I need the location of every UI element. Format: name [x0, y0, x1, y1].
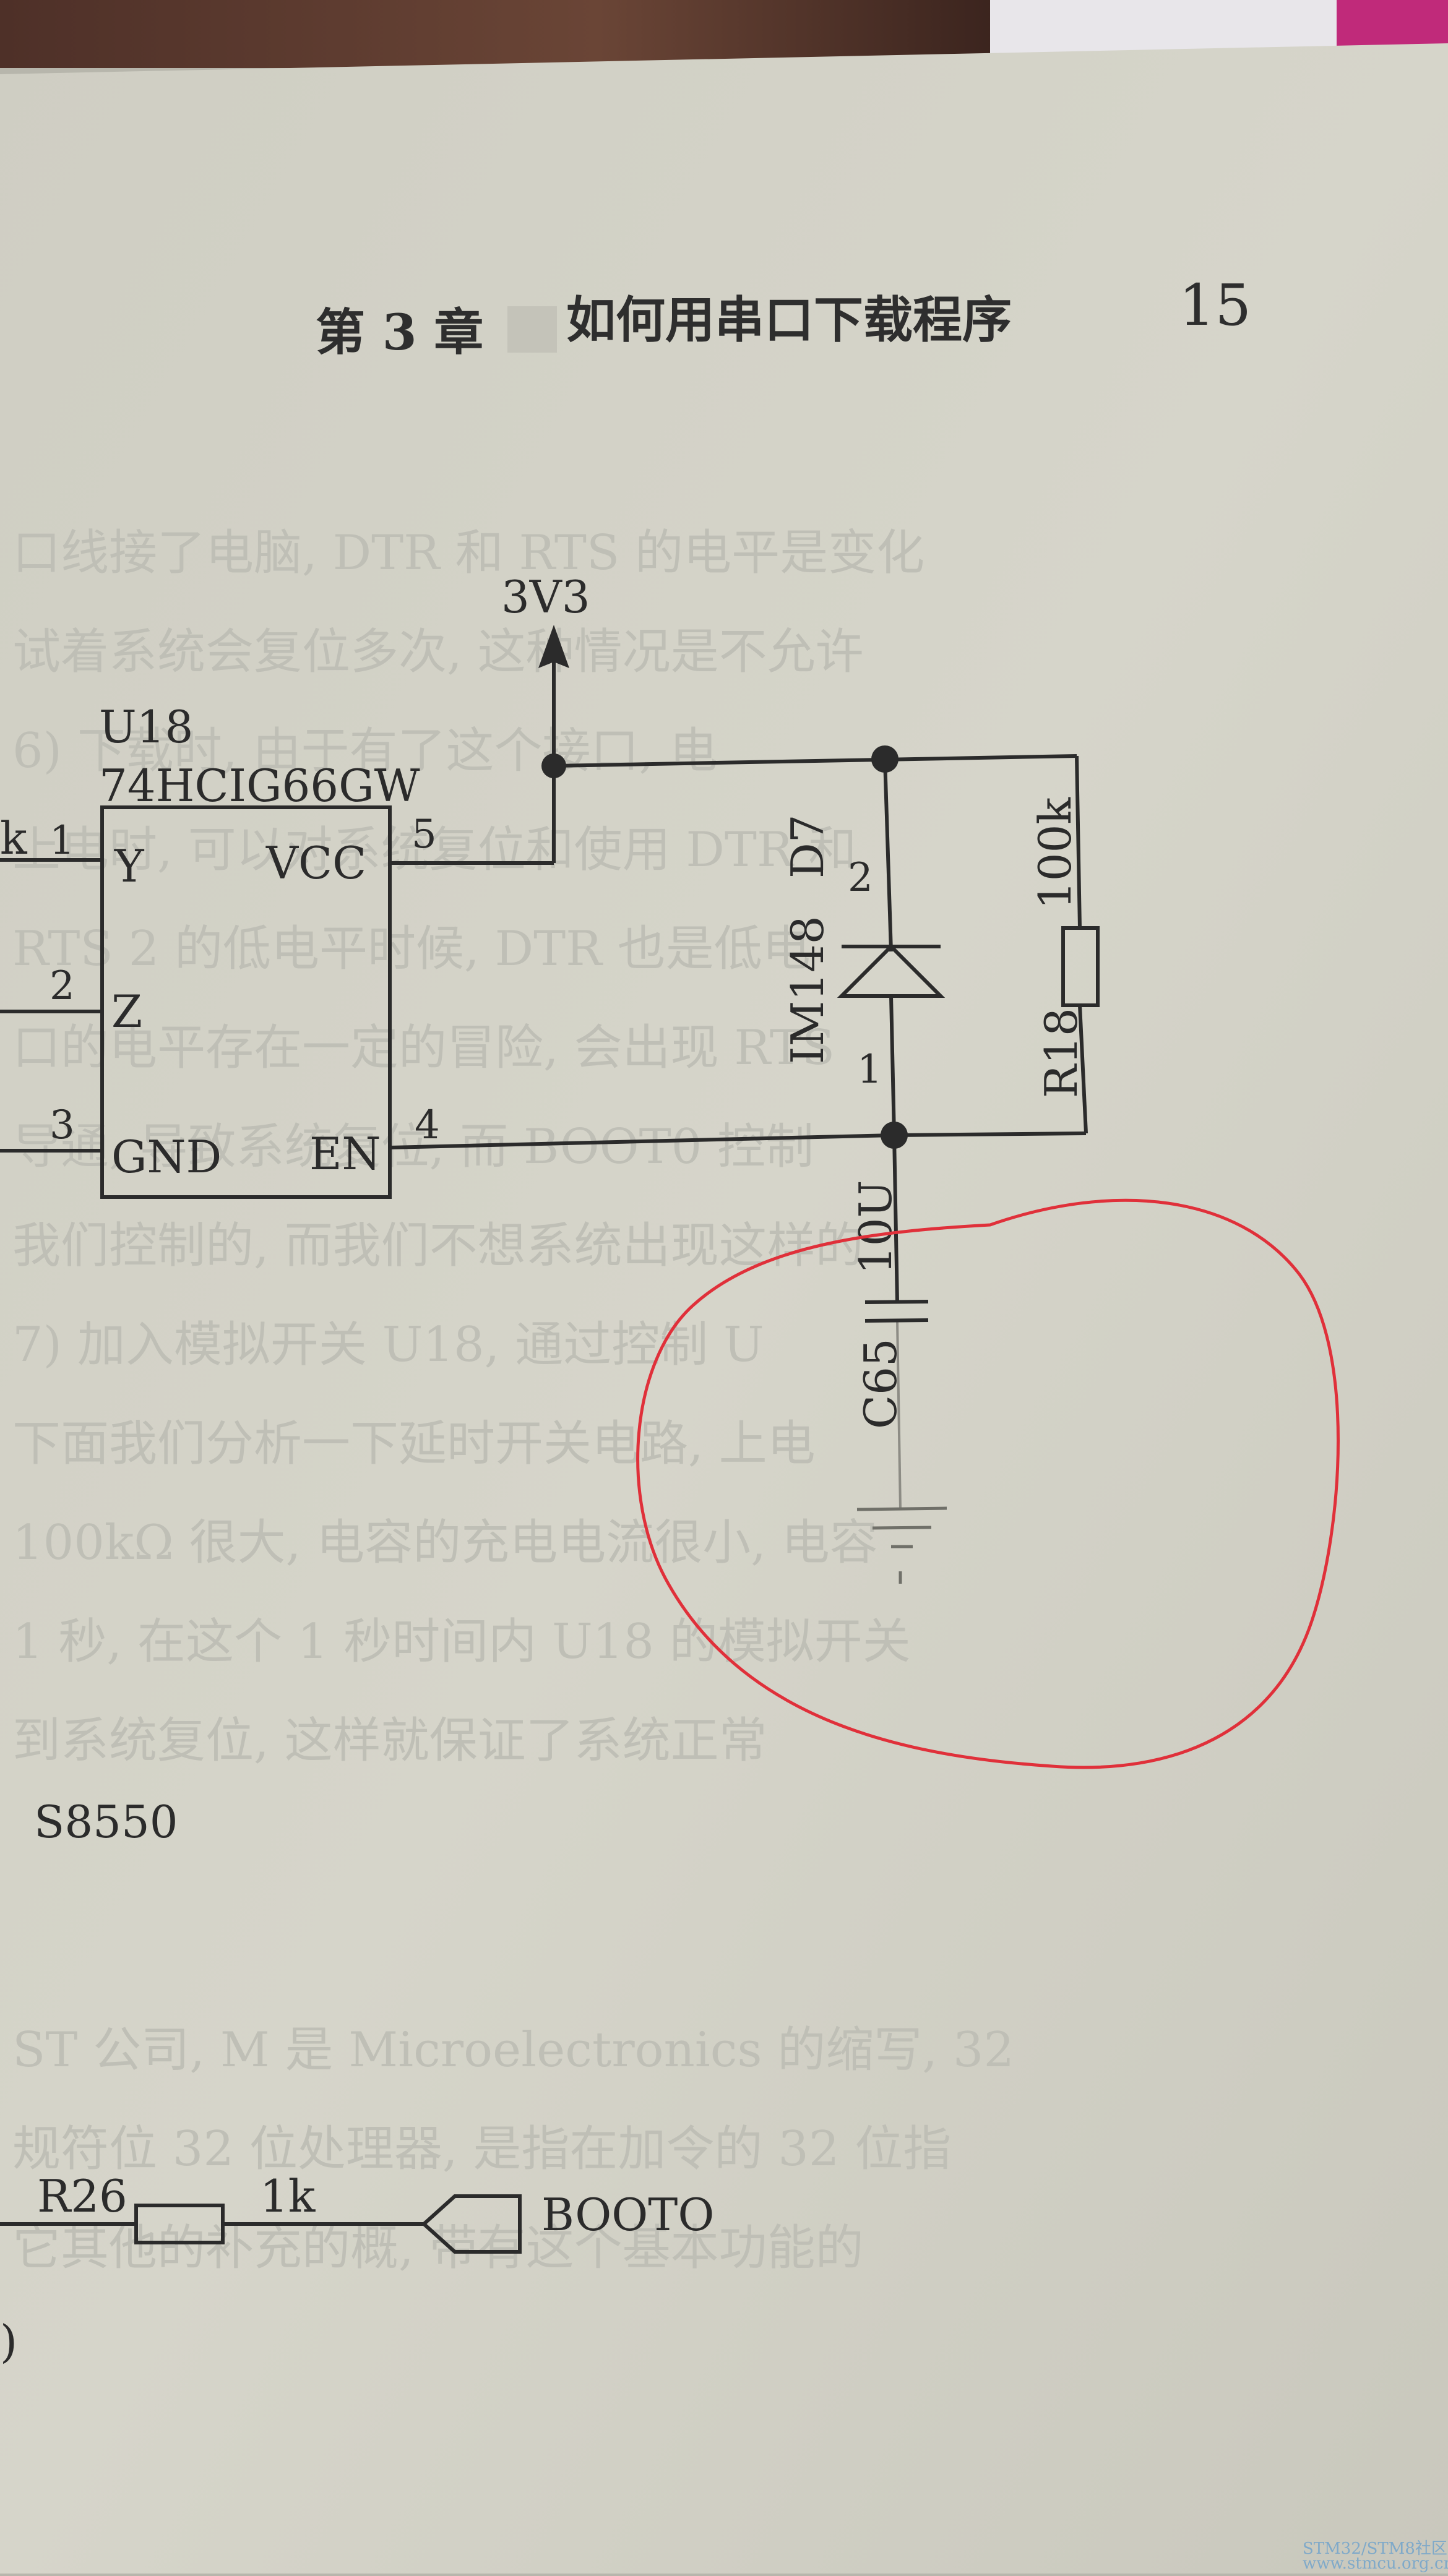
bracket-fragment: ): [0, 2316, 17, 2368]
watermark-line1: STM32/STM8社区: [1303, 2540, 1447, 2558]
u18-pin4-name: EN: [309, 1128, 381, 1180]
u18-part: 74HCIG66GW: [99, 760, 420, 812]
junction-dot-diode-top: [871, 745, 899, 773]
book-page: [0, 43, 1448, 2574]
header-gap-smudge: [507, 306, 557, 353]
u18-pin4-number: 4: [415, 1102, 440, 1148]
watermark-line2: www.stmcu.org.cn: [1303, 2554, 1448, 2573]
d7-ref: D7: [782, 814, 834, 878]
r18-value: 100k: [1029, 797, 1081, 909]
svg-text:口线接了电脑, DTR 和 RTS 的电平是变化: 口线接了电脑, DTR 和 RTS 的电平是变化: [12, 525, 924, 581]
u18-chip-body: [100, 805, 392, 1199]
transistor-label: S8550: [34, 1796, 178, 1848]
u18-pin4-wire: [389, 1133, 895, 1149]
u18-pin5-name: VCC: [265, 837, 366, 889]
diode-lower-wire: [889, 995, 896, 1136]
u18-pin2-name: Z: [111, 985, 142, 1037]
u18-pin3-name: GND: [111, 1131, 222, 1183]
u18-pin3-number: 3: [50, 1102, 75, 1148]
ground-icon: [856, 1506, 947, 1584]
schematic: [0, 656, 1088, 2226]
svg-text:RTS 2 的低电平时候, DTR 也是低电: RTS 2 的低电平时候, DTR 也是低电: [12, 921, 811, 977]
top-rail-wire: [553, 754, 1077, 768]
r18-lower-wire: [1078, 1005, 1088, 1134]
bottom-rail-wire: [894, 1131, 1087, 1137]
d7-pin-top: 2: [848, 855, 873, 901]
u18-pin5-number: 5: [412, 812, 437, 857]
svg-text:ST 公司, M 是 Microelectronics 的缩: ST 公司, M 是 Microelectronics 的缩写, 32: [12, 2022, 1014, 2078]
svg-text:上电时, 可以对系统复位和使用 DTR 和: 上电时, 可以对系统复位和使用 DTR 和: [12, 822, 856, 878]
svg-text:我们控制的, 而我们不想系统出现这样的: 我们控制的, 而我们不想系统出现这样的: [12, 1218, 864, 1274]
c65-ref: C65: [855, 1338, 907, 1429]
boot-net-label: BOOTO: [541, 2189, 714, 2241]
resistor-r18-icon: [1061, 926, 1100, 1007]
u18-pin2-number: 2: [50, 963, 75, 1009]
background-magenta-object: [1337, 0, 1448, 49]
c65-upper-wire: [892, 1135, 899, 1303]
u18-pin1-number: 1: [50, 818, 75, 864]
r26-value: 1k: [260, 2170, 316, 2222]
schematic-symbols: [538, 625, 908, 1149]
page-header: 第 3 章 如何用串口下载程序 15: [316, 272, 1251, 361]
watermark: STM32/STM8社区 www.stmcu.org.cn: [1303, 2540, 1448, 2573]
svg-text:规符位 32 位处理器, 是指在加令的 32 位指: 规符位 32 位处理器, 是指在加令的 32 位指: [12, 2121, 951, 2177]
r18-upper-wire: [1075, 755, 1082, 929]
boot-connector-icon: [421, 2194, 522, 2254]
page-number: 15: [1179, 272, 1251, 338]
background-white: [990, 0, 1337, 56]
svg-text:下面我们分析一下延时开关电路, 上电: 下面我们分析一下延时开关电路, 上电: [12, 1416, 816, 1472]
u18-left-net-fragment: k: [0, 812, 28, 864]
svg-text:口的电平存在一定的冒险, 会出现 RTS: 口的电平存在一定的冒险, 会出现 RTS: [12, 1020, 835, 1076]
resistor-r26-icon: [134, 2204, 225, 2244]
svg-text:它其他的补充的概, 带有这个基本功能的: 它其他的补充的概, 带有这个基本功能的: [12, 2220, 864, 2276]
r18-ref: R18: [1035, 1008, 1087, 1098]
svg-text:1 秒, 在这个 1 秒时间内 U18 的模拟开关: 1 秒, 在这个 1 秒时间内 U18 的模拟开关: [12, 1614, 911, 1670]
schematic-labels: 3V3 U18 74HCIG66GW k 1 Y 2 Z 3 GND 5 VCC…: [0, 571, 1087, 2368]
svg-text:100kΩ 很大, 电容的充电电流很小, 电容: 100kΩ 很大, 电容的充电电流很小, 电容: [12, 1515, 878, 1571]
svg-text:6) 下载时, 由于有了这个接口, 电: 6) 下载时, 由于有了这个接口, 电: [12, 723, 718, 779]
svg-text:7) 加入模拟开关 U18, 通过控制 U: 7) 加入模拟开关 U18, 通过控制 U: [12, 1317, 764, 1373]
u18-pin1-name: Y: [114, 840, 145, 892]
svg-text:到系统复位, 这样就保证了系统正常: 到系统复位, 这样就保证了系统正常: [12, 1713, 767, 1769]
junction-dot-vcc: [541, 753, 566, 778]
supply-label: 3V3: [501, 571, 590, 623]
red-annotation-circle: [636, 1198, 1340, 1769]
c65-lower-wire: [896, 1320, 902, 1510]
d7-part: IM148: [782, 916, 834, 1064]
d7-pin-bottom: 1: [857, 1047, 882, 1093]
chapter-title: 如何用串口下载程序: [566, 291, 1012, 349]
bleed-through-text: 口线接了电脑, DTR 和 RTS 的电平是变化 试着系统会复位多次, 这种情况…: [12, 525, 1014, 2276]
diode-upper-wire: [883, 758, 893, 952]
junction-dot-diode-bottom: [881, 1122, 908, 1149]
supply-arrow-icon: [538, 625, 569, 668]
svg-text:试着系统会复位多次, 这种情况是不允许: 试着系统会复位多次, 这种情况是不允许: [12, 624, 864, 680]
u18-ref: U18: [99, 701, 193, 753]
capacitor-c65-icon: [864, 1300, 929, 1323]
r26-ref: R26: [37, 2170, 127, 2222]
chapter-label: 第 3 章: [316, 303, 483, 361]
diode-d7-icon: [837, 943, 946, 998]
c65-value: 10U: [850, 1180, 902, 1274]
